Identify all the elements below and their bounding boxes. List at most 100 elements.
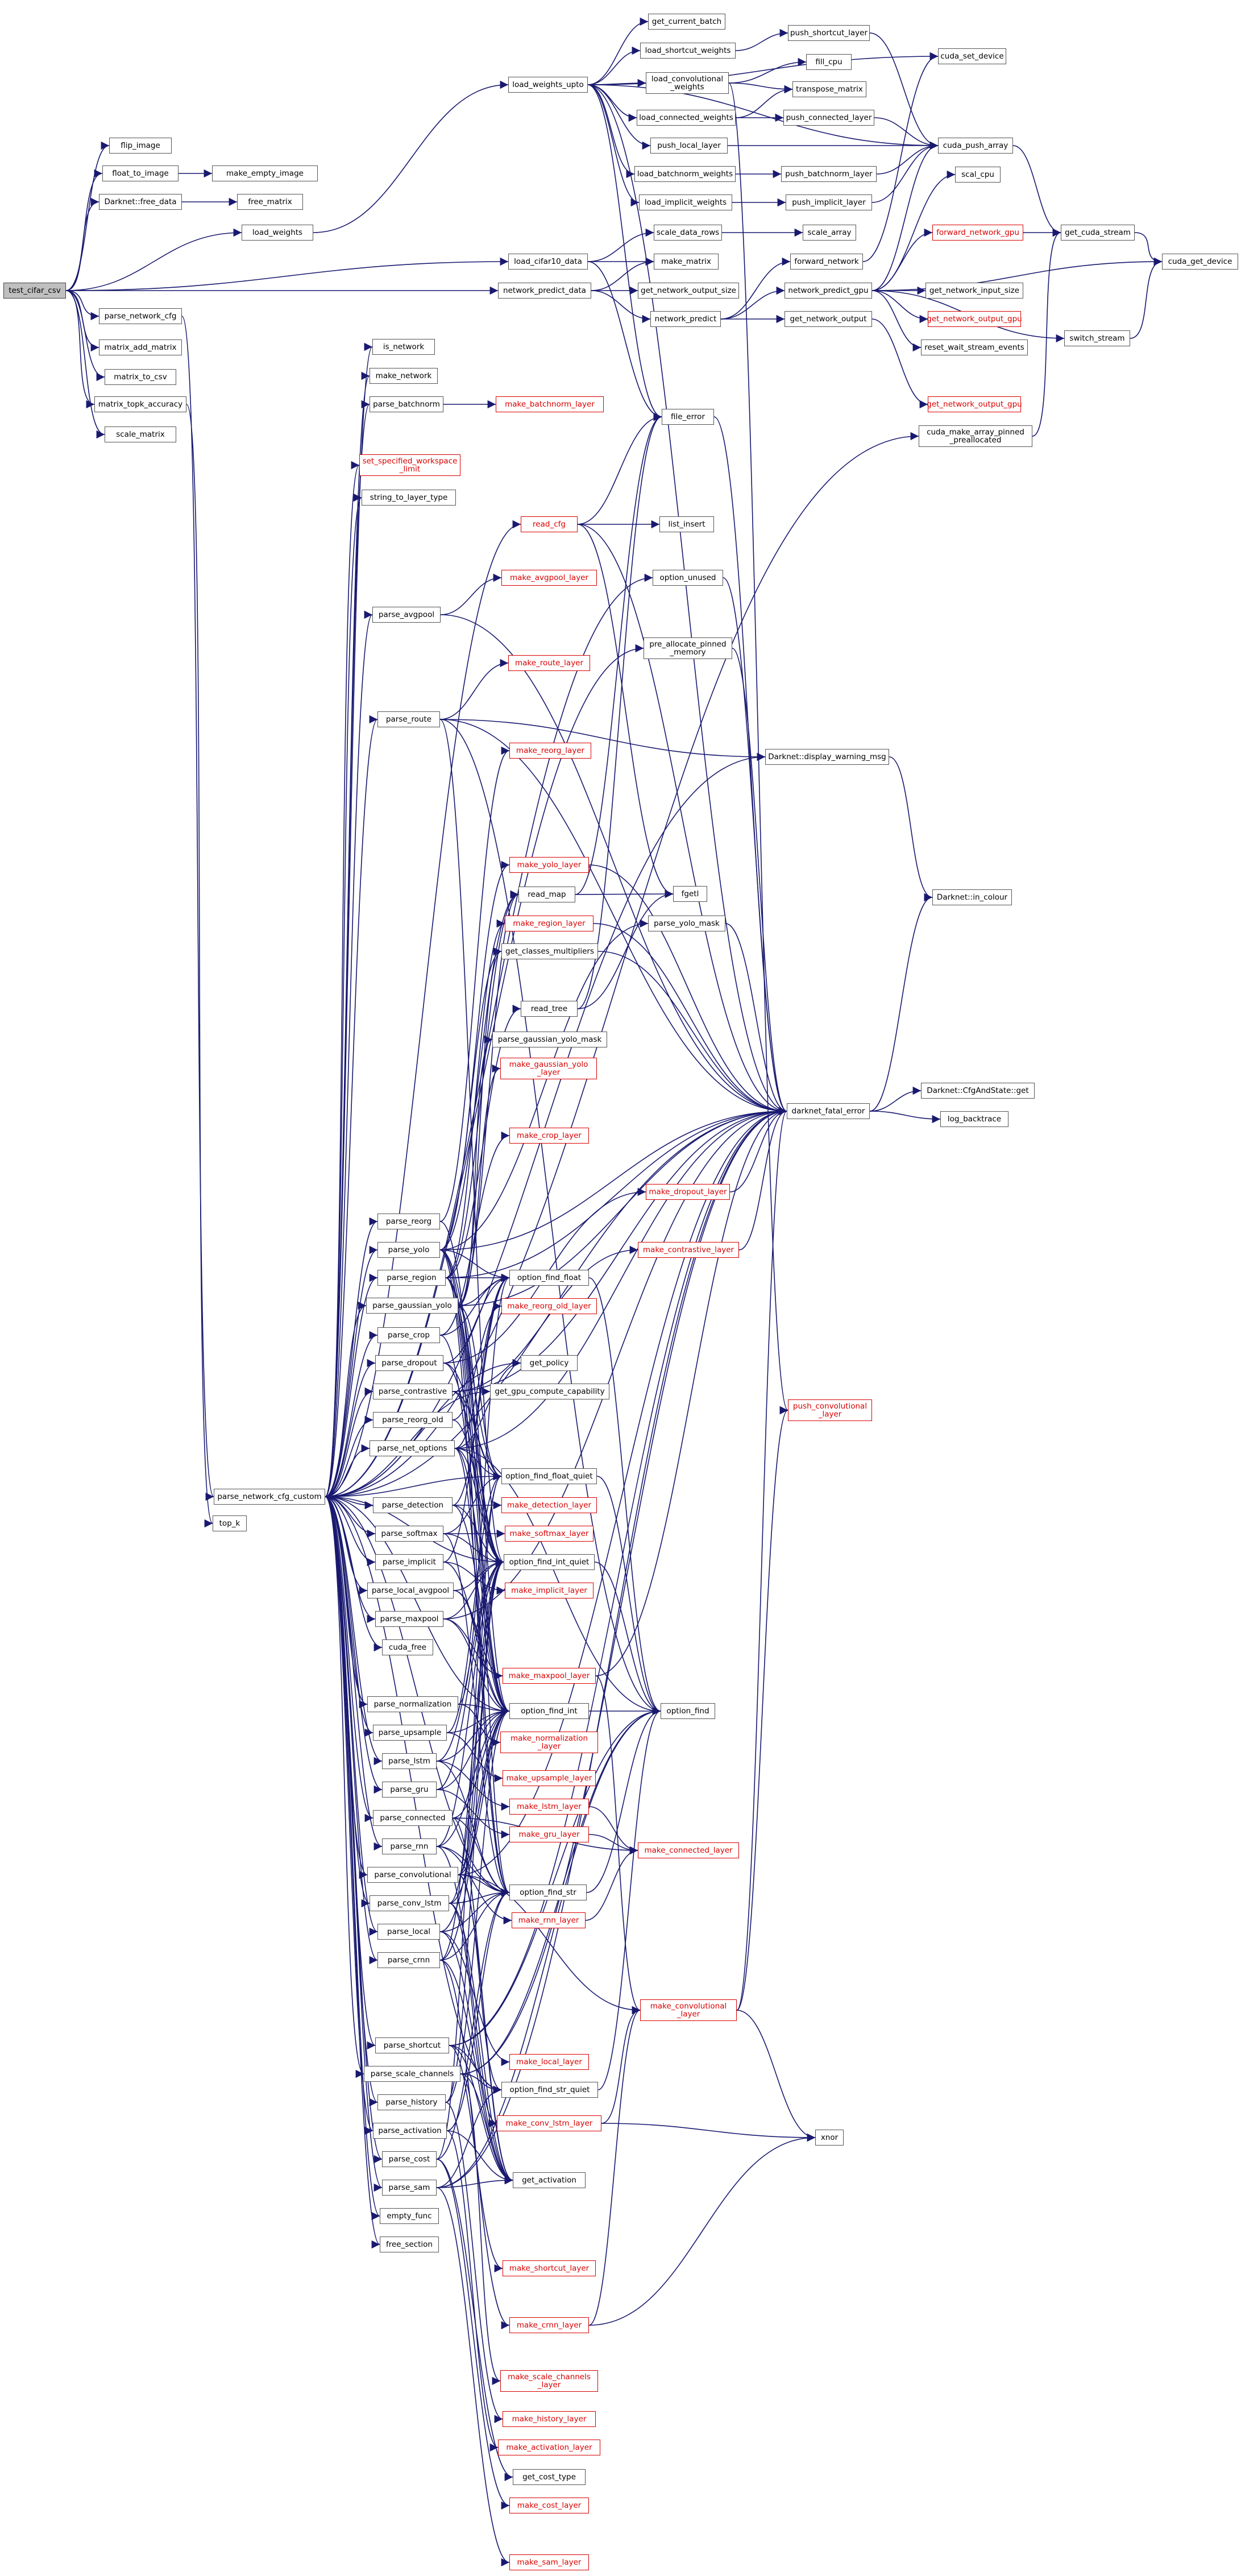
node-option-unused[interactable]: option_unused	[653, 570, 723, 586]
node-make-gru-layer[interactable]: make_gru_layer	[509, 1827, 589, 1842]
node-darknet-free-data[interactable]: Darknet::free_data	[99, 194, 182, 210]
node-parse-detection[interactable]: parse_detection	[373, 1497, 453, 1513]
node-parse-yolo-mask[interactable]: parse_yolo_mask	[648, 916, 725, 931]
node-parse-batchnorm[interactable]: parse_batchnorm	[370, 396, 443, 412]
node-parse-sam[interactable]: parse_sam	[382, 2180, 437, 2196]
node-reset-wait-stream-events[interactable]: reset_wait_stream_events	[921, 339, 1028, 355]
node-get-cost-type[interactable]: get_cost_type	[513, 2469, 586, 2485]
node-cuda-free[interactable]: cuda_free	[382, 1639, 433, 1655]
node-parse-reorg[interactable]: parse_reorg	[377, 1214, 440, 1229]
node-cuda-push-array[interactable]: cuda_push_array	[938, 138, 1013, 154]
node-push-batchnorm-layer[interactable]: push_batchnorm_layer	[781, 166, 877, 182]
node-cuda-make-array-pinned-preallocated[interactable]: cuda_make_array_pinned_preallocated	[919, 425, 1032, 447]
node-free-section[interactable]: free_section	[380, 2237, 439, 2252]
node-push-connected-layer[interactable]: push_connected_layer	[783, 110, 874, 126]
node-parse-contrastive[interactable]: parse_contrastive	[373, 1384, 453, 1399]
node-get-policy[interactable]: get_policy	[521, 1355, 578, 1371]
node-scal-cpu[interactable]: scal_cpu	[955, 167, 1001, 183]
node-network-predict-gpu[interactable]: network_predict_gpu	[785, 283, 872, 299]
node-push-convolutional-layer[interactable]: push_convolutional_layer	[788, 1399, 872, 1421]
node-get-network-output-size[interactable]: get_network_output_size	[638, 283, 739, 299]
node-make-upsample-layer[interactable]: make_upsample_layer	[503, 1770, 596, 1786]
node-make-convolutional-layer[interactable]: make_convolutional_layer	[640, 1999, 737, 2021]
node-make-conv-lstm-layer[interactable]: make_conv_lstm_layer	[497, 2115, 601, 2131]
node-fill-cpu[interactable]: fill_cpu	[806, 54, 852, 70]
node-parse-history[interactable]: parse_history	[377, 2094, 446, 2110]
node-push-implicit-layer[interactable]: push_implicit_layer	[786, 194, 872, 210]
node-cuda-set-device[interactable]: cuda_set_device	[938, 48, 1006, 64]
node-load-implicit-weights[interactable]: load_implicit_weights	[639, 194, 732, 210]
node-make-gaussian-yolo-layer[interactable]: make_gaussian_yolo_layer	[500, 1058, 597, 1079]
node-free-matrix[interactable]: free_matrix	[237, 194, 303, 210]
node-make-maxpool-layer[interactable]: make_maxpool_layer	[503, 1668, 596, 1684]
node-load-weights[interactable]: load_weights	[242, 225, 313, 241]
node-top-k[interactable]: top_k	[213, 1515, 247, 1531]
node-darknet-cfgandstate-get[interactable]: Darknet::CfgAndState::get	[921, 1083, 1035, 1099]
node-load-connected-weights[interactable]: load_connected_weights	[637, 110, 736, 126]
node-get-classes-multipliers[interactable]: get_classes_multipliers	[501, 943, 598, 959]
node-read-cfg[interactable]: read_cfg	[521, 516, 578, 532]
node-list-insert[interactable]: list_insert	[659, 516, 714, 532]
node-matrix-add-matrix[interactable]: matrix_add_matrix	[99, 339, 182, 355]
node-flip-image[interactable]: flip_image	[109, 138, 172, 154]
node-file-error[interactable]: file_error	[662, 409, 714, 425]
node-option-find-int-quiet[interactable]: option_find_int_quiet	[504, 1554, 595, 1570]
node-parse-gru[interactable]: parse_gru	[382, 1782, 437, 1798]
node-parse-avgpool[interactable]: parse_avgpool	[372, 607, 441, 623]
node-parse-conv-lstm[interactable]: parse_conv_lstm	[370, 1895, 449, 1911]
node-parse-cost[interactable]: parse_cost	[382, 2151, 437, 2167]
node-make-batchnorm-layer[interactable]: make_batchnorm_layer	[496, 396, 604, 412]
node-log-backtrace[interactable]: log_backtrace	[940, 1111, 1008, 1127]
node-get-network-input-size[interactable]: get_network_input_size	[925, 283, 1023, 299]
node-make-yolo-layer[interactable]: make_yolo_layer	[509, 857, 589, 873]
node-make-avgpool-layer[interactable]: make_avgpool_layer	[501, 570, 597, 586]
node-parse-scale-channels[interactable]: parse_scale_channels	[364, 2066, 460, 2082]
node-load-weights-upto[interactable]: load_weights_upto	[508, 77, 588, 93]
node-make-lstm-layer[interactable]: make_lstm_layer	[509, 1799, 589, 1815]
node-pre-allocate-pinned-memory[interactable]: pre_allocate_pinned_memory	[644, 637, 732, 659]
node-network-predict-data[interactable]: network_predict_data	[498, 283, 591, 299]
node-scale-array[interactable]: scale_array	[803, 225, 856, 241]
node-make-sam-layer[interactable]: make_sam_layer	[509, 2554, 589, 2570]
node-parse-implicit[interactable]: parse_implicit	[375, 1554, 443, 1570]
node-load-shortcut-weights[interactable]: load_shortcut_weights	[640, 43, 736, 59]
node-parse-softmax[interactable]: parse_softmax	[375, 1526, 443, 1542]
node-option-find[interactable]: option_find	[661, 1703, 715, 1719]
node-make-detection-layer[interactable]: make_detection_layer	[501, 1497, 597, 1513]
node-get-network-output[interactable]: get_network_output	[785, 311, 872, 327]
node-network-predict[interactable]: network_predict	[650, 311, 721, 327]
node-parse-network-cfg[interactable]: parse_network_cfg	[99, 308, 182, 324]
node-push-shortcut-layer[interactable]: push_shortcut_layer	[788, 25, 870, 41]
node-make-network[interactable]: make_network	[370, 368, 438, 384]
node-option-find-float-quiet[interactable]: option_find_float_quiet	[501, 1468, 597, 1484]
node-switch-stream[interactable]: switch_stream	[1064, 330, 1130, 346]
node-get-network-output-gpu-b[interactable]: get_network_output_gpu	[927, 396, 1022, 412]
node-parse-network-cfg-custom[interactable]: parse_network_cfg_custom	[214, 1489, 325, 1505]
node-empty-func[interactable]: empty_func	[380, 2208, 439, 2224]
node-option-find-str[interactable]: option_find_str	[509, 1885, 587, 1900]
node-make-empty-image[interactable]: make_empty_image	[212, 165, 318, 181]
node-make-region-layer[interactable]: make_region_layer	[505, 916, 593, 931]
node-transpose-matrix[interactable]: transpose_matrix	[792, 81, 866, 97]
node-parse-upsample[interactable]: parse_upsample	[373, 1725, 447, 1741]
node-parse-rnn[interactable]: parse_rnn	[382, 1838, 437, 1854]
node-darknet-display-warning-msg[interactable]: Darknet::display_warning_msg	[765, 749, 889, 765]
node-parse-crnn[interactable]: parse_crnn	[377, 1952, 440, 1968]
node-parse-net-options[interactable]: parse_net_options	[370, 1440, 455, 1456]
node-set-specified-workspace-limit[interactable]: set_specified_workspace_limit	[359, 454, 460, 476]
node-option-find-str-quiet[interactable]: option_find_str_quiet	[501, 2082, 598, 2098]
node-make-cost-layer[interactable]: make_cost_layer	[509, 2498, 589, 2513]
node-get-activation[interactable]: get_activation	[513, 2172, 586, 2188]
node-make-crop-layer[interactable]: make_crop_layer	[509, 1128, 589, 1144]
node-option-find-int[interactable]: option_find_int	[509, 1703, 589, 1719]
node-make-activation-layer[interactable]: make_activation_layer	[498, 2440, 600, 2455]
node-parse-lstm[interactable]: parse_lstm	[382, 1753, 437, 1769]
node-parse-gaussian-yolo[interactable]: parse_gaussian_yolo	[366, 1298, 458, 1314]
node-matrix-to-csv[interactable]: matrix_to_csv	[105, 369, 176, 385]
node-parse-connected[interactable]: parse_connected	[373, 1810, 453, 1826]
node-parse-local-avgpool[interactable]: parse_local_avgpool	[367, 1583, 454, 1598]
node-make-crnn-layer[interactable]: make_crnn_layer	[509, 2317, 589, 2333]
node-float-to-image[interactable]: float_to_image	[102, 165, 179, 181]
node-parse-route[interactable]: parse_route	[377, 711, 440, 727]
node-parse-reorg-old[interactable]: parse_reorg_old	[373, 1412, 453, 1428]
